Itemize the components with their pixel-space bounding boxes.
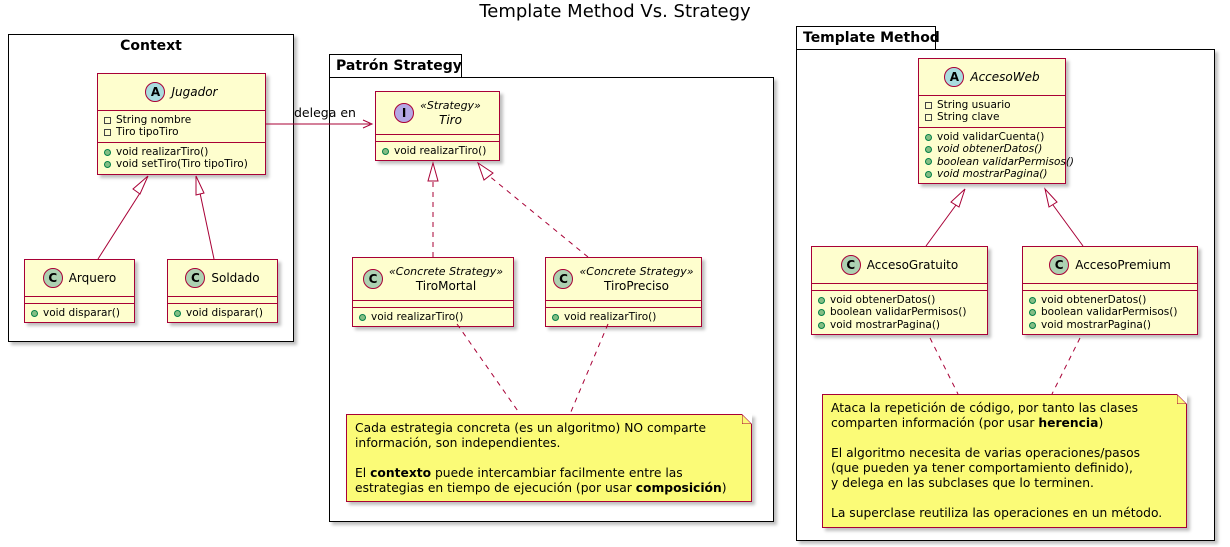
public-visibility-icon (552, 313, 559, 321)
class-arquero[interactable]: C Arquero void disparar() (24, 259, 135, 324)
abstract-method: void obtenerDatos() (937, 143, 1043, 156)
private-visibility-icon (925, 114, 932, 122)
class-name: AccesoWeb (970, 70, 1040, 84)
class-name: Arquero (68, 271, 117, 285)
note-fold-icon (742, 414, 752, 424)
public-visibility-icon (104, 160, 111, 168)
strategy-note: Cada estrategia concreta (es un algoritm… (346, 414, 752, 502)
method: void mostrarPagina() (830, 318, 941, 331)
method: void obtenerDatos() (830, 294, 936, 306)
public-visibility-icon (925, 133, 932, 141)
stereotype: «Concrete Strategy» (579, 265, 694, 278)
class-name: TiroMortal (415, 279, 477, 293)
abstract-method: void mostrarPagina() (937, 168, 1048, 181)
class-name: Tiro (439, 113, 462, 127)
class-acceso-gratuito[interactable]: C AccesoGratuito void obtenerDatos() boo… (811, 246, 988, 336)
note-paragraph: Ataca la repetición de código, por tanto… (831, 401, 1138, 430)
class-acceso-web[interactable]: A AccesoWeb String usuario String clave … (918, 58, 1074, 185)
class-jugador[interactable]: A Jugador String nombre Tiro tipoTiro vo… (97, 73, 266, 175)
interface-icon: I (394, 103, 415, 123)
class-name: Soldado (211, 271, 260, 285)
class-icon: C (553, 269, 574, 289)
association-label: delega en (294, 105, 356, 120)
field: String clave (937, 111, 1000, 124)
public-visibility-icon (359, 313, 366, 321)
abstract-method: boolean validarPermisos() (937, 155, 1075, 168)
private-visibility-icon (925, 101, 932, 109)
stereotype: «Concrete Strategy» (388, 265, 503, 278)
abstract-class-icon: A (944, 67, 965, 87)
abstract-class-icon: A (145, 82, 166, 102)
method: void disparar() (43, 307, 120, 319)
class-name: AccesoGratuito (866, 258, 959, 272)
public-visibility-icon (925, 145, 932, 153)
template-group-tab: Template Method (796, 26, 940, 50)
method: void disparar() (186, 307, 263, 319)
class-soldado[interactable]: C Soldado void disparar() (167, 259, 278, 324)
method: void realizarTiro() (394, 145, 487, 157)
method: boolean validarPermisos() (1041, 306, 1178, 319)
public-visibility-icon (1029, 309, 1036, 317)
class-icon: C (840, 255, 861, 275)
template-note: Ataca la repetición de código, por tanto… (822, 394, 1187, 528)
class-name: Jugador (171, 85, 218, 99)
class-name: AccesoPremium (1075, 258, 1171, 272)
class-tiro-mortal[interactable]: C «Concrete Strategy» TiroMortal void re… (352, 257, 514, 328)
public-visibility-icon (1029, 296, 1036, 304)
private-visibility-icon (104, 129, 111, 137)
class-tiro-preciso[interactable]: C «Concrete Strategy» TiroPreciso void r… (545, 257, 702, 328)
class-icon: C (42, 268, 63, 288)
public-visibility-icon (174, 309, 181, 317)
note-paragraph: Cada estrategia concreta (es un algoritm… (355, 421, 707, 450)
method: void obtenerDatos() (1041, 294, 1147, 306)
public-visibility-icon (818, 321, 825, 329)
public-visibility-icon (104, 148, 111, 156)
method: void validarCuenta() (937, 130, 1045, 143)
method: void realizarTiro() (116, 145, 209, 158)
public-visibility-icon (31, 309, 38, 317)
private-visibility-icon (104, 116, 111, 124)
note-paragraph: El algoritmo necesita de varias operacio… (831, 446, 1141, 490)
class-icon: C (362, 269, 383, 289)
public-visibility-icon (1029, 321, 1036, 329)
class-name: TiroPreciso (604, 279, 669, 293)
method: void realizarTiro() (371, 311, 464, 323)
method: void realizarTiro() (564, 311, 657, 323)
field: String nombre (116, 114, 192, 126)
method: boolean validarPermisos() (830, 306, 967, 319)
strategy-group-tab: Patrón Strategy (329, 54, 462, 78)
class-icon: C (1049, 255, 1070, 275)
public-visibility-icon (818, 309, 825, 317)
note-paragraph: El contexto puede intercambiar facilment… (355, 466, 727, 495)
method: void mostrarPagina() (1041, 318, 1152, 331)
note-paragraph: La superclase reutiliza las operaciones … (831, 506, 1163, 520)
diagram-title: Template Method Vs. Strategy (479, 1, 751, 22)
class-icon: C (185, 268, 206, 288)
public-visibility-icon (925, 158, 932, 166)
context-group-label: Context (120, 38, 182, 54)
class-acceso-premium[interactable]: C AccesoPremium void obtenerDatos() bool… (1022, 246, 1198, 336)
method: void setTiro(Tiro tipoTiro) (116, 158, 248, 171)
interface-tiro[interactable]: I «Strategy» Tiro void realizarTiro() (375, 91, 500, 162)
public-visibility-icon (818, 296, 825, 304)
stereotype: «Strategy» (420, 99, 481, 112)
field: Tiro tipoTiro (116, 126, 179, 139)
note-fold-icon (1177, 394, 1187, 404)
public-visibility-icon (925, 170, 932, 178)
public-visibility-icon (382, 147, 389, 155)
field: String usuario (937, 99, 1011, 111)
